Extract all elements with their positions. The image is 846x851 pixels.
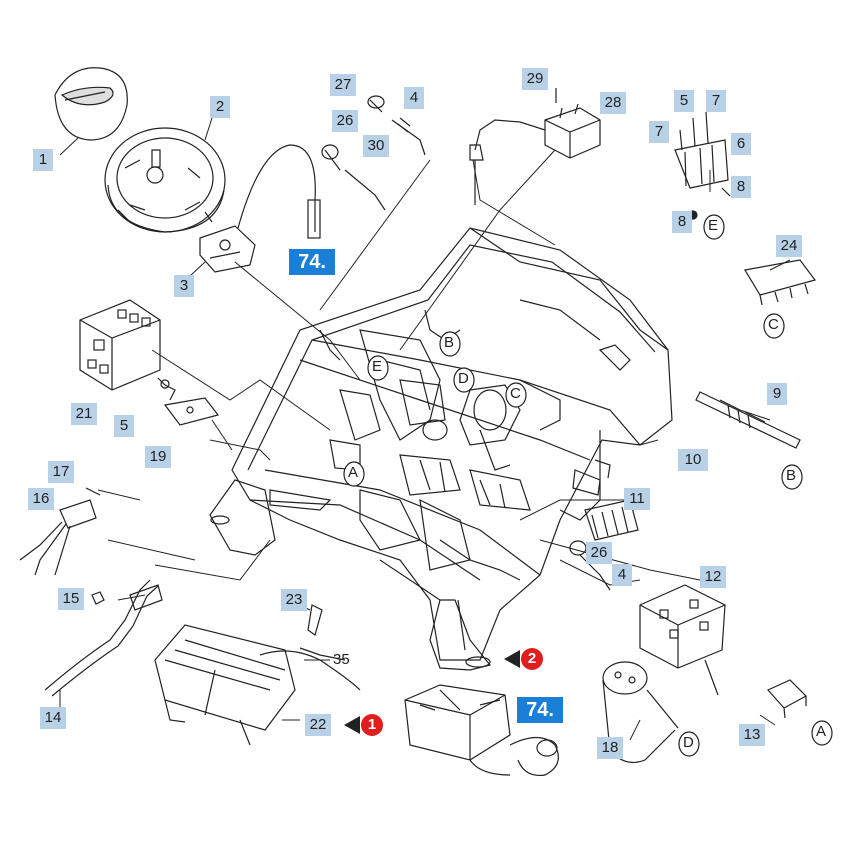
part-label-22: 22 bbox=[305, 714, 331, 736]
part-label-8-right: 8 bbox=[731, 176, 751, 198]
part-12-board bbox=[639, 584, 726, 696]
letter-d-center: D bbox=[458, 370, 469, 387]
part-16-17 bbox=[19, 487, 101, 576]
part-label-15: 15 bbox=[58, 588, 84, 610]
marker-arrow-icon bbox=[344, 716, 360, 734]
part-label-28: 28 bbox=[600, 92, 626, 114]
reference-74-top: 74. bbox=[289, 249, 335, 275]
part-label-1: 1 bbox=[33, 149, 53, 171]
part-label-14: 14 bbox=[40, 707, 66, 729]
part-22-block bbox=[154, 624, 361, 746]
part-9-brush bbox=[695, 391, 801, 449]
part-label-26-lower: 26 bbox=[586, 542, 612, 564]
part-label-30: 30 bbox=[363, 135, 389, 157]
letter-b-right: B bbox=[786, 467, 797, 484]
marker-arrow-icon bbox=[504, 650, 520, 668]
main-housing bbox=[209, 227, 673, 671]
part-label-19: 19 bbox=[145, 446, 171, 468]
part-label-9: 9 bbox=[767, 383, 787, 405]
part-15-14 bbox=[44, 579, 163, 697]
part-13-switch bbox=[767, 679, 807, 719]
parts-5-6-7-8 bbox=[674, 111, 731, 220]
part-5-19 bbox=[157, 377, 220, 426]
inner-components bbox=[329, 329, 561, 601]
part-label-35: 35 bbox=[333, 651, 350, 668]
marker-number: 1 bbox=[361, 714, 383, 736]
part-label-27: 27 bbox=[330, 74, 356, 96]
cable-74-top bbox=[237, 144, 321, 239]
letter-b-center: B bbox=[444, 334, 455, 351]
letter-c-right: C bbox=[768, 316, 779, 333]
part-label-5-top: 5 bbox=[674, 90, 694, 112]
letter-c-center: C bbox=[510, 385, 521, 402]
part-label-26-top: 26 bbox=[332, 110, 358, 132]
part-23-35 bbox=[299, 604, 346, 661]
part-label-4-top: 4 bbox=[404, 87, 424, 109]
letter-d-bottom: D bbox=[683, 734, 694, 751]
part-label-21: 21 bbox=[71, 403, 97, 425]
part-label-13: 13 bbox=[739, 724, 765, 746]
reference-74-bottom: 74. bbox=[517, 697, 563, 723]
part-3-switch bbox=[199, 225, 256, 273]
part-label-17: 17 bbox=[48, 461, 74, 483]
part-label-23: 23 bbox=[281, 589, 307, 611]
part-28-box bbox=[469, 88, 601, 205]
part-label-2: 2 bbox=[210, 96, 230, 118]
part-label-29: 29 bbox=[522, 68, 548, 90]
part-label-7-right: 7 bbox=[706, 90, 726, 112]
part-label-18: 18 bbox=[597, 737, 623, 759]
part-74-module bbox=[404, 684, 559, 777]
parts-27-26-30-4 bbox=[321, 95, 426, 211]
letter-a-center: A bbox=[348, 464, 359, 481]
part-label-5-left: 5 bbox=[114, 415, 134, 437]
part-label-16: 16 bbox=[28, 488, 54, 510]
letter-e-center: E bbox=[372, 358, 383, 375]
part-label-12: 12 bbox=[700, 566, 726, 588]
letter-a-right: A bbox=[816, 723, 827, 740]
part-label-3: 3 bbox=[174, 275, 194, 297]
letter-e-right: E bbox=[708, 217, 719, 234]
marker-number: 2 bbox=[521, 648, 543, 670]
part-label-6: 6 bbox=[731, 133, 751, 155]
part-label-8-left: 8 bbox=[672, 211, 692, 233]
part-label-10: 10 bbox=[678, 449, 708, 471]
part-21-relay bbox=[79, 299, 161, 391]
part-label-24: 24 bbox=[776, 235, 802, 257]
part-2-bowl bbox=[104, 127, 226, 233]
leader-lines bbox=[59, 117, 791, 741]
marker-badge-2: 2 bbox=[504, 645, 543, 675]
part-1-knob bbox=[54, 67, 128, 141]
part-label-4-lower: 4 bbox=[612, 564, 632, 586]
part-24-terminal-strip bbox=[744, 259, 817, 306]
part-label-7-left: 7 bbox=[649, 121, 669, 143]
part-label-11: 11 bbox=[624, 488, 650, 510]
part-11-terminal-block bbox=[584, 499, 639, 541]
marker-badge-1: 1 bbox=[344, 711, 383, 741]
